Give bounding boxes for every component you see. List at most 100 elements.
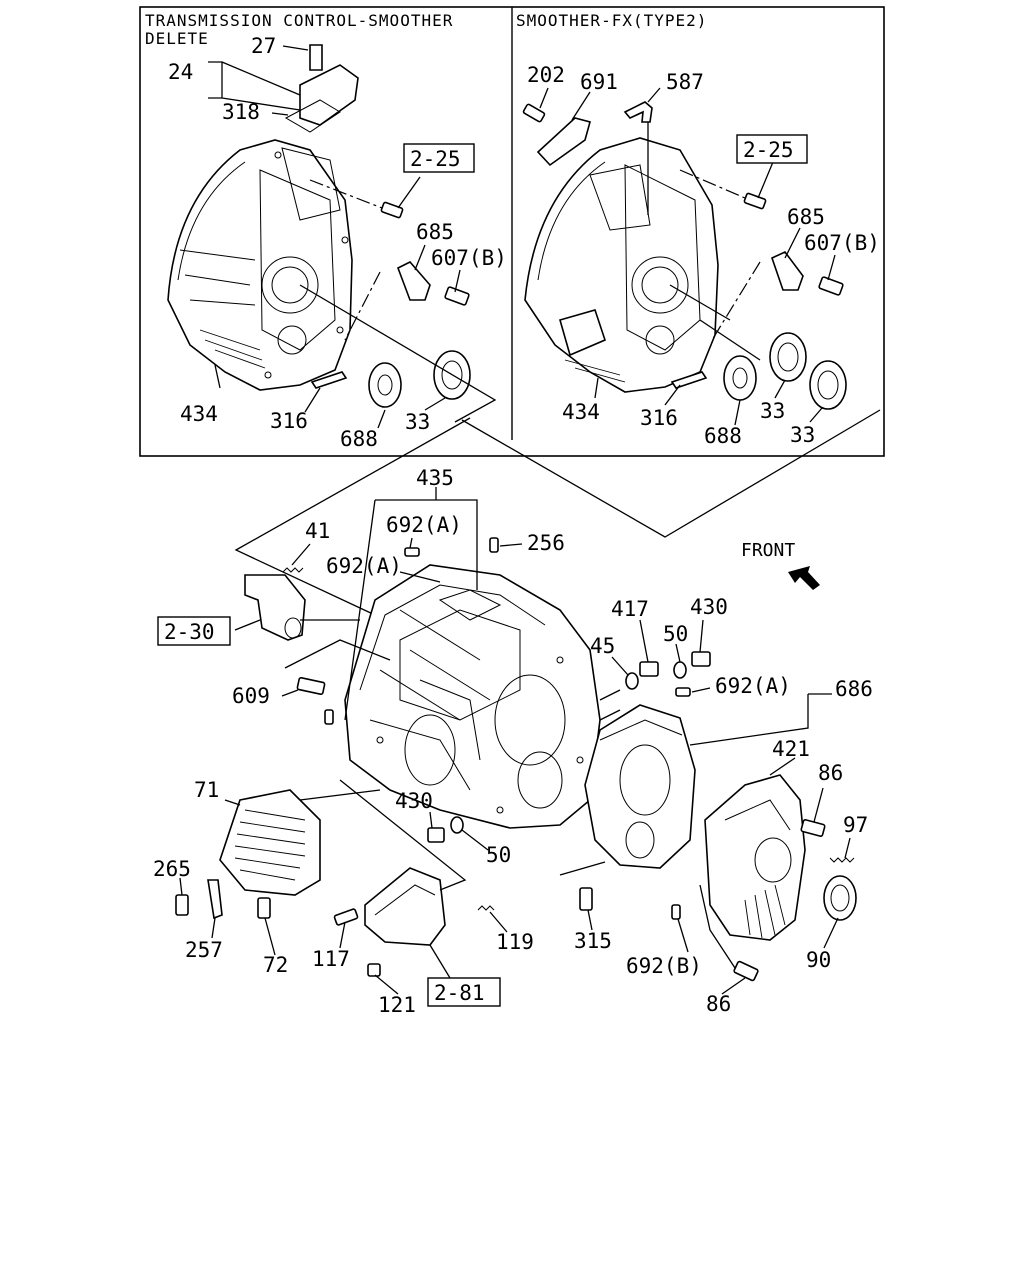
spacer-316-left — [310, 371, 348, 389]
oring-45 — [625, 672, 639, 690]
callout-33-right-a: 33 — [760, 399, 785, 423]
spacer-316-right — [670, 371, 708, 389]
callout-86-lower: 86 — [706, 992, 731, 1016]
callout-421: 421 — [772, 737, 810, 761]
callout-692a-top-2: 692(A) — [326, 554, 402, 578]
callout-692a-top-1: 692(A) — [386, 513, 462, 537]
callout-117: 117 — [312, 947, 350, 971]
callout-97: 97 — [843, 813, 868, 837]
washer-50-lower — [450, 816, 464, 834]
callout-685-right: 685 — [787, 205, 825, 229]
bracket-685-right — [771, 251, 804, 291]
transmission-case-435 — [344, 564, 601, 829]
extension-housing-421 — [704, 774, 806, 941]
callout-71: 71 — [194, 778, 219, 802]
inset-frame — [139, 6, 885, 457]
inset-left-title-line1: TRANSMISSION CONTROL-SMOOTHER — [145, 11, 453, 30]
clutch-housing-434-left — [167, 139, 353, 391]
callout-417: 417 — [611, 597, 649, 621]
callout-587: 587 — [666, 70, 704, 94]
callout-33-left: 33 — [405, 410, 430, 434]
callout-50-lower: 50 — [486, 843, 511, 867]
ref-2-25-right: 2-25 — [743, 138, 794, 162]
callout-316-right: 316 — [640, 406, 678, 430]
bearing-688-left — [368, 362, 402, 408]
pin-692a-top-1 — [404, 547, 420, 557]
callout-688-right: 688 — [704, 424, 742, 448]
side-cover-71 — [219, 789, 321, 896]
bolt-2-25-right — [743, 192, 767, 210]
ref-box-2-25-left — [403, 143, 475, 173]
callout-607b-left: 607(B) — [431, 246, 507, 270]
callout-609: 609 — [232, 684, 270, 708]
rear-case-686 — [584, 704, 696, 869]
callout-86-upper: 86 — [818, 761, 843, 785]
nut-121 — [367, 963, 381, 977]
washer-50-upper — [673, 661, 687, 679]
plug-430-lower — [427, 827, 445, 843]
ref-2-81: 2-81 — [434, 981, 485, 1005]
pipe-257 — [207, 879, 223, 920]
bolt-86-lower — [733, 960, 759, 982]
callout-430-upper: 430 — [690, 595, 728, 619]
bolt-265 — [175, 894, 189, 916]
inset-left-title-line2: DELETE — [145, 29, 209, 48]
plug-430-upper — [691, 651, 711, 667]
callout-434-left: 434 — [180, 402, 218, 426]
fitting-587 — [623, 101, 653, 123]
callout-685-left: 685 — [416, 220, 454, 244]
front-arrow-icon — [788, 566, 820, 590]
callout-607b-right: 607(B) — [804, 231, 880, 255]
bolt-609 — [296, 677, 326, 695]
left-inset-leaders — [208, 45, 497, 429]
main-leaders — [179, 487, 851, 995]
bolt-117 — [333, 908, 359, 926]
cover-691 — [536, 117, 591, 167]
bearing-688-right — [723, 355, 757, 401]
callout-435: 435 — [416, 466, 454, 490]
callout-318: 318 — [222, 100, 260, 124]
oil-seal-33-right-a — [769, 332, 807, 382]
oil-seal-33-right-b — [809, 360, 847, 410]
callout-119: 119 — [496, 930, 534, 954]
pin-692b — [671, 904, 681, 920]
callout-315: 315 — [574, 929, 612, 953]
shift-housing-2-30 — [234, 574, 306, 641]
bolt-2-25-left — [380, 201, 404, 219]
callout-41: 41 — [305, 519, 330, 543]
bolt-202 — [522, 103, 546, 123]
ref-2-30: 2-30 — [164, 620, 215, 644]
pin-256 — [489, 537, 499, 553]
callout-256: 256 — [527, 531, 565, 555]
callout-434-right: 434 — [562, 400, 600, 424]
callout-27: 27 — [251, 34, 276, 58]
callout-72: 72 — [263, 953, 288, 977]
ref-box-2-81 — [427, 977, 501, 1007]
bolt-72 — [257, 897, 271, 919]
pin-692a-left — [324, 709, 334, 725]
callout-692a-right: 692(A) — [715, 674, 791, 698]
callout-691: 691 — [580, 70, 618, 94]
pin-692a-right — [675, 687, 691, 697]
callout-50-upper: 50 — [663, 622, 688, 646]
ref-2-25-left: 2-25 — [410, 147, 461, 171]
callout-33-right-b: 33 — [790, 423, 815, 447]
front-label: FRONT — [741, 540, 795, 561]
bolt-607b-right — [818, 276, 844, 296]
stud-119 — [477, 905, 495, 911]
callout-257: 257 — [185, 938, 223, 962]
cover-2-81 — [364, 867, 446, 946]
spring-41 — [282, 567, 304, 573]
callout-688-left: 688 — [340, 427, 378, 451]
inset-to-main-guides — [234, 409, 881, 616]
callout-686: 686 — [835, 677, 873, 701]
bolt-315 — [579, 887, 593, 911]
clutch-housing-434-right — [524, 137, 719, 393]
bolt-86-upper — [800, 819, 826, 837]
callout-24: 24 — [168, 60, 193, 84]
bolt-607b-left — [444, 286, 470, 306]
callout-265: 265 — [153, 857, 191, 881]
bracket-685-left — [396, 261, 431, 301]
ref-box-2-25-right — [736, 134, 808, 164]
